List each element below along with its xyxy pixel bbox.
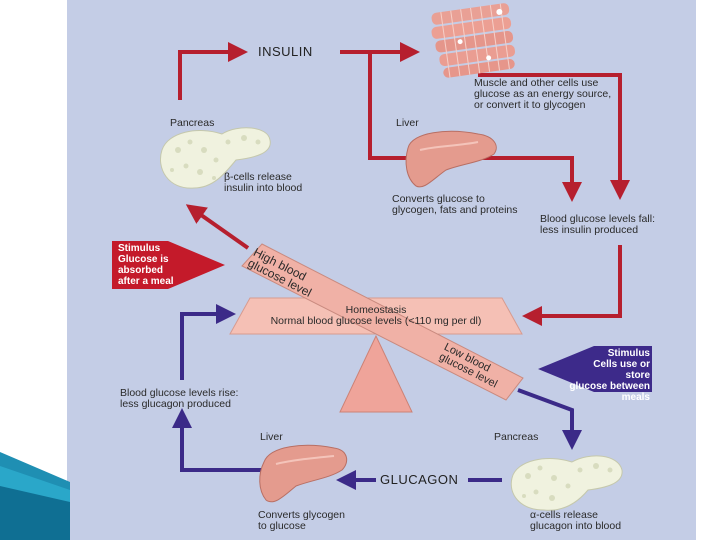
stimulus-high-text: Stimulus Glucose is absorbed after a mea…	[118, 243, 174, 287]
blood-rise-to-homeostasis	[180, 304, 236, 380]
stimulus-low-text: Stimulus Cells use or store glucose betw…	[569, 348, 650, 403]
fulcrum-triangle	[339, 334, 413, 413]
blood-fall-caption: Blood glucose levels fall: less insulin …	[540, 213, 655, 236]
beta-cells-caption: β-cells release insulin into blood	[224, 171, 303, 194]
liver-to-blood-rise	[172, 408, 262, 472]
blood-fall-to-homeostasis	[522, 245, 622, 326]
homeostasis-caption: Homeostasis Normal blood glucose levels …	[270, 304, 482, 327]
pancreas-icon	[160, 127, 271, 189]
liver-icon	[259, 444, 348, 503]
blood-rise-caption: Blood glucose levels rise: less glucagon…	[120, 387, 239, 410]
liver-bottom-label: Liver	[260, 431, 283, 443]
muscle-caption: Muscle and other cells use glucose as an…	[474, 77, 612, 111]
muscle-fibers-icon	[431, 3, 516, 78]
stimulus-high-arrow	[112, 241, 225, 289]
tilted-beam	[241, 243, 524, 401]
glucagon-label: GLUCAGON	[380, 472, 459, 487]
liver-top-caption: Converts glucose to glycogen, fats and p…	[392, 193, 518, 216]
pancreas-bottom-label: Pancreas	[494, 431, 539, 443]
low-glucose-to-pancreas	[517, 388, 582, 450]
liver-icon	[405, 130, 497, 188]
slide-corner-decoration	[0, 452, 70, 540]
high-glucose-to-pancreas	[185, 204, 250, 250]
stimulus-low-arrow	[538, 346, 652, 392]
insulin-path-to-blood-fall	[478, 73, 630, 200]
liver-top-label: Liver	[396, 117, 419, 129]
liver-bottom-caption: Converts glycogen to glucose	[258, 509, 345, 532]
insulin-path-to-label	[178, 42, 248, 100]
insulin-label: INSULIN	[258, 44, 313, 59]
pancreas-top-label: Pancreas	[170, 117, 215, 129]
pancreas-icon	[510, 455, 623, 511]
alpha-cells-caption: α-cells release glucagon into blood	[530, 509, 622, 532]
